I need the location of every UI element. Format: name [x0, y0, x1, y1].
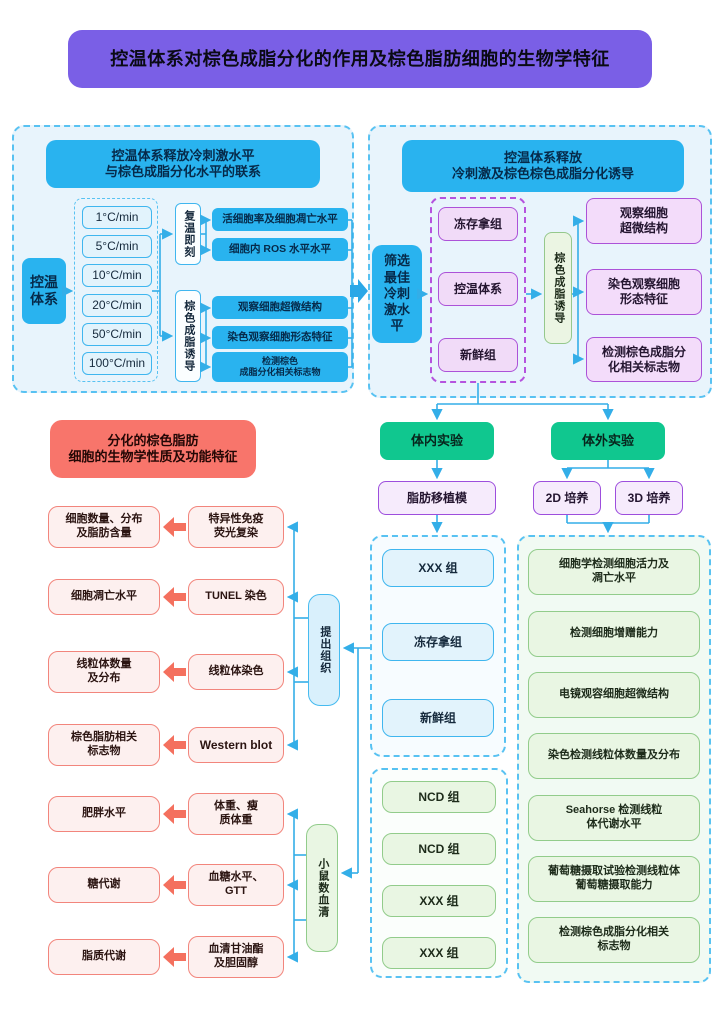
outcome-obesity-box: 肥胖水平 [48, 796, 160, 832]
culture-2d-box: 2D 培养 [533, 481, 601, 515]
assay-brown-markers-box: 检测棕色成脂分化相关 标志物 [528, 917, 700, 963]
in-vitro-box: 体外实验 [551, 422, 665, 460]
assay-glucose-uptake-box: 葡萄糖摄取试验检测线粒体 葡萄糖摄取能力 [528, 856, 700, 902]
assay-proliferation-box: 检测细胞增赠能力 [528, 611, 700, 657]
tissue-extraction-hub: 提出组织 [308, 594, 340, 706]
group-a-fresh-box: 新鲜组 [382, 699, 494, 737]
temp-control-system-box: 控温 体系 [22, 258, 66, 324]
method-western-blot-box: Western blot [188, 727, 284, 763]
assay-seahorse-box: Seahorse 检测线粒 体代谢水平 [528, 795, 700, 841]
group-b-xxx2-box: XXX 组 [382, 937, 496, 969]
stain-morphology-box: 染色观察细胞 形态特征 [586, 269, 702, 315]
output-ultrastructure-box: 观察细胞超微结构 [212, 296, 348, 319]
group-b-ncd1-box: NCD 组 [382, 781, 496, 813]
output-ros-box: 细胞内 ROS 水平水平 [212, 238, 348, 261]
rate-box-6: 100°C/min [82, 352, 152, 375]
method-bodyweight-box: 体重、瘦 质体重 [188, 793, 284, 835]
output-viability-box: 活细胞率及细胞凋亡水平 [212, 208, 348, 231]
group-a-xxx-box: XXX 组 [382, 549, 494, 587]
assay-em-ultrastructure-box: 电镜观容细胞超微结构 [528, 672, 700, 718]
method-blood-glucose-box: 血糖水平、 GTT [188, 864, 284, 906]
method-tunel-box: TUNEL 染色 [188, 579, 284, 615]
observe-ultrastructure-box: 观察细胞 超微结构 [586, 198, 702, 244]
rate-box-2: 5°C/min [82, 235, 152, 258]
rate-box-4: 20°C/min [82, 294, 152, 317]
group-fresh-box: 新鲜组 [438, 338, 518, 372]
assay-mito-stain-box: 染色检测线粒体数量及分布 [528, 733, 700, 779]
group-a-cryo-box: 冻存拿组 [382, 623, 494, 661]
screen-cold-stimulus-box: 筛选 最佳 冷刺 激水 平 [372, 245, 422, 343]
detect-markers-box: 检测棕色成脂分 化相关标志物 [586, 337, 702, 382]
method-immunofluorescence-box: 特异性免疫 荧光复染 [188, 506, 284, 548]
group-cryo-box: 冻存拿组 [438, 207, 518, 241]
bio-section-header: 分化的棕色脂肪 细胞的生物学性质及功能特征 [50, 420, 256, 478]
page-title: 控温体系对棕色成脂分化的作用及棕色脂肪细胞的生物学特征 [68, 30, 652, 88]
culture-3d-box: 3D 培养 [615, 481, 683, 515]
sample-groups-container [430, 197, 526, 383]
outcome-brown-markers-box: 棕色脂肪相关 标志物 [48, 724, 160, 766]
outcome-lipid-metabolism-box: 脂质代谢 [48, 939, 160, 975]
brown-inducer-box: 棕色成脂诱导 [544, 232, 572, 344]
mouse-serum-hub: 小鼠数血清 [306, 824, 338, 952]
rate-box-1: 1°C/min [82, 206, 152, 229]
group-b-xxx1-box: XXX 组 [382, 885, 496, 917]
brown-induction-branch-box: 棕色成脂诱导 [175, 290, 201, 382]
method-mito-stain-box: 线粒体染色 [188, 654, 284, 690]
rate-box-3: 10°C/min [82, 264, 152, 287]
in-vivo-box: 体内实验 [380, 422, 494, 460]
method-serum-lipid-box: 血清甘油酯 及胆固醇 [188, 936, 284, 978]
rate-group-container [74, 198, 158, 382]
right-panel-header: 控温体系释放 冷刺激及棕色棕色成脂分化诱导 [402, 140, 684, 192]
outcome-apoptosis-box: 细胞凋亡水平 [48, 579, 160, 615]
rewarm-branch-box: 复温即刻 [175, 203, 201, 265]
outcome-cell-count-box: 细胞数量、分布 及脂肪含量 [48, 506, 160, 548]
group-b-ncd2-box: NCD 组 [382, 833, 496, 865]
outcome-glucose-metabolism-box: 糖代谢 [48, 867, 160, 903]
assay-viability-box: 细胞学检测细胞活力及 凋亡水平 [528, 549, 700, 595]
result-arrows [163, 517, 186, 967]
left-panel-header: 控温体系释放冷刺激水平 与棕色成脂分化水平的联系 [46, 140, 320, 188]
output-markers-box: 检测棕色 成脂分化相关标志物 [212, 352, 348, 382]
rate-box-5: 50°C/min [82, 323, 152, 346]
group-tempcontrol-box: 控温体系 [438, 272, 518, 306]
outcome-mitochondria-box: 线粒体数量 及分布 [48, 651, 160, 693]
output-morphology-box: 染色观察细胞形态特征 [212, 326, 348, 349]
fat-transplant-model-box: 脂肪移植模 [378, 481, 496, 515]
